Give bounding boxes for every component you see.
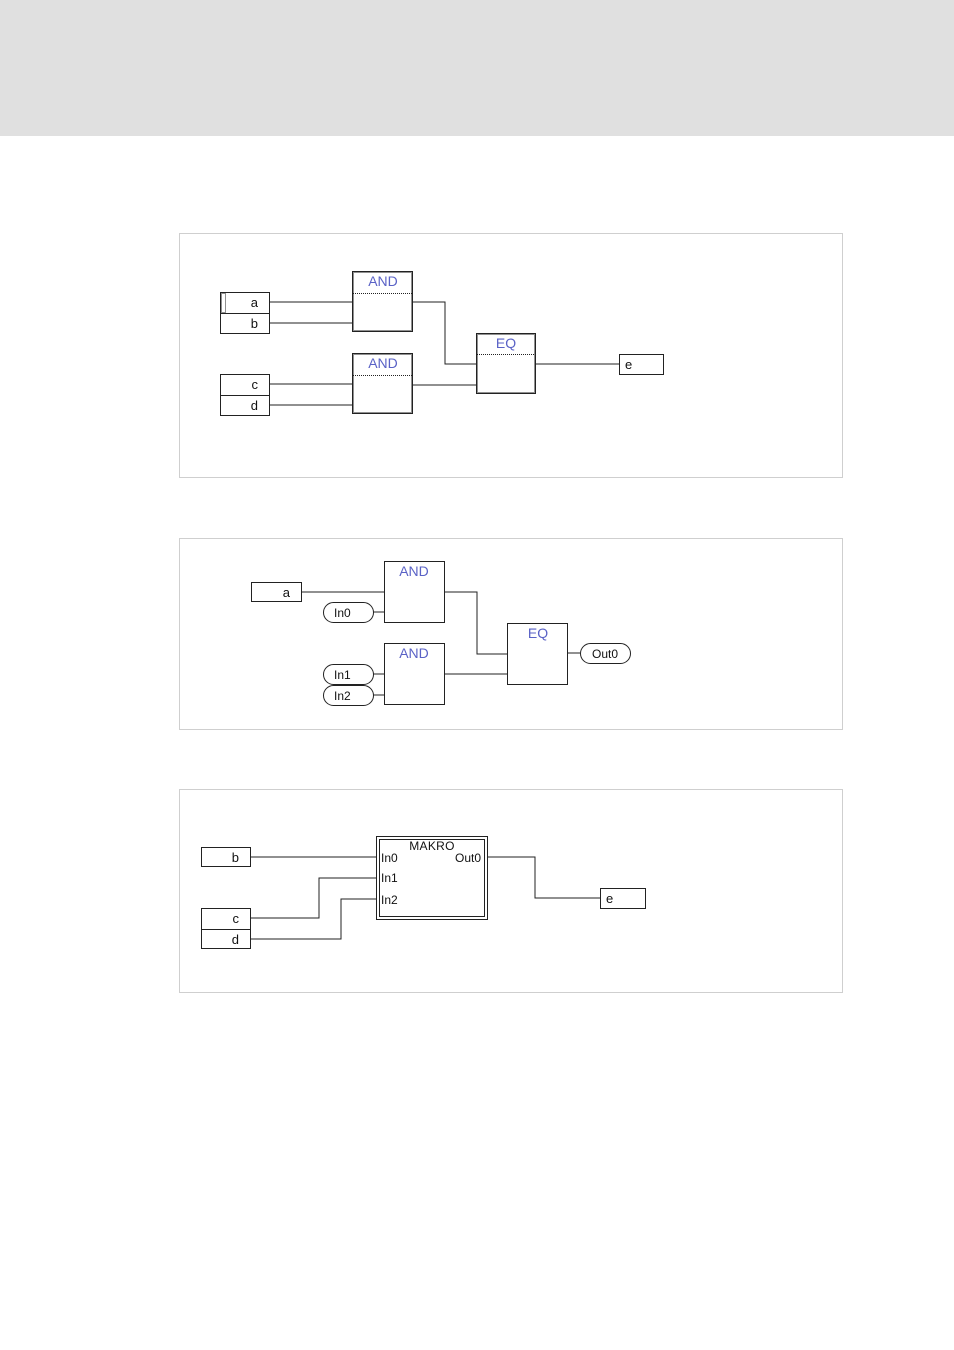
var-box-d[interactable] — [202, 930, 251, 949]
var-box-d[interactable] — [221, 396, 270, 416]
connector-out0-label: Out0 — [592, 647, 618, 661]
page-header-band — [0, 0, 954, 136]
fbd-network-original: AND AND EQ a b c d e — [179, 233, 843, 478]
fbd-macro-definition: AND AND EQ a In0 In1 In2 Out0 — [179, 538, 843, 730]
var-label-b: b — [251, 316, 258, 331]
var-label-a: a — [251, 295, 259, 310]
var-label-d: d — [232, 932, 239, 947]
var-label-b: b — [232, 850, 239, 865]
fbd-original-canvas: AND AND EQ a b c d e — [180, 234, 844, 479]
fbd-macro-definition-canvas: AND AND EQ a In0 In1 In2 Out0 — [180, 539, 844, 731]
var-box-c[interactable] — [202, 909, 251, 930]
fbd-macro-usage: MAKRO In0 In1 In2 Out0 b c d e — [179, 789, 843, 993]
var-box-b[interactable] — [202, 848, 251, 867]
makro-pin-in2: In2 — [381, 893, 398, 907]
eq-block-title: EQ — [496, 335, 516, 351]
var-box-a-focus-marker — [222, 294, 226, 313]
connector-in2-label: In2 — [334, 689, 351, 703]
connector-in1-label: In1 — [334, 668, 351, 682]
and-block-1-title: AND — [368, 273, 398, 289]
output-label-e: e — [625, 357, 632, 372]
and-block-2-title: AND — [368, 355, 398, 371]
var-label-d: d — [251, 398, 258, 413]
var-box-a[interactable] — [252, 583, 302, 602]
makro-pin-out0: Out0 — [455, 851, 481, 865]
and-block-2-title: AND — [399, 645, 429, 661]
var-box-a[interactable] — [221, 293, 270, 314]
var-label-c: c — [252, 377, 259, 392]
connector-in0-label: In0 — [334, 606, 351, 620]
var-label-c: c — [233, 911, 240, 926]
var-label-a: a — [283, 585, 291, 600]
makro-block-title: MAKRO — [409, 839, 455, 853]
var-box-b[interactable] — [221, 314, 270, 334]
wire-d-in2 — [251, 899, 377, 939]
eq-block-title: EQ — [528, 625, 548, 641]
makro-pin-in1: In1 — [381, 871, 398, 885]
wire-and1-eq — [445, 592, 507, 654]
output-label-e: e — [606, 891, 613, 906]
wire-c-in1 — [251, 878, 377, 918]
makro-pin-in0: In0 — [381, 851, 398, 865]
wire-out0-e — [487, 857, 600, 898]
and-block-1-title: AND — [399, 563, 429, 579]
wire-and1-eq — [413, 302, 476, 364]
var-box-c[interactable] — [221, 375, 270, 396]
fbd-macro-usage-canvas: MAKRO In0 In1 In2 Out0 b c d e — [180, 790, 844, 994]
